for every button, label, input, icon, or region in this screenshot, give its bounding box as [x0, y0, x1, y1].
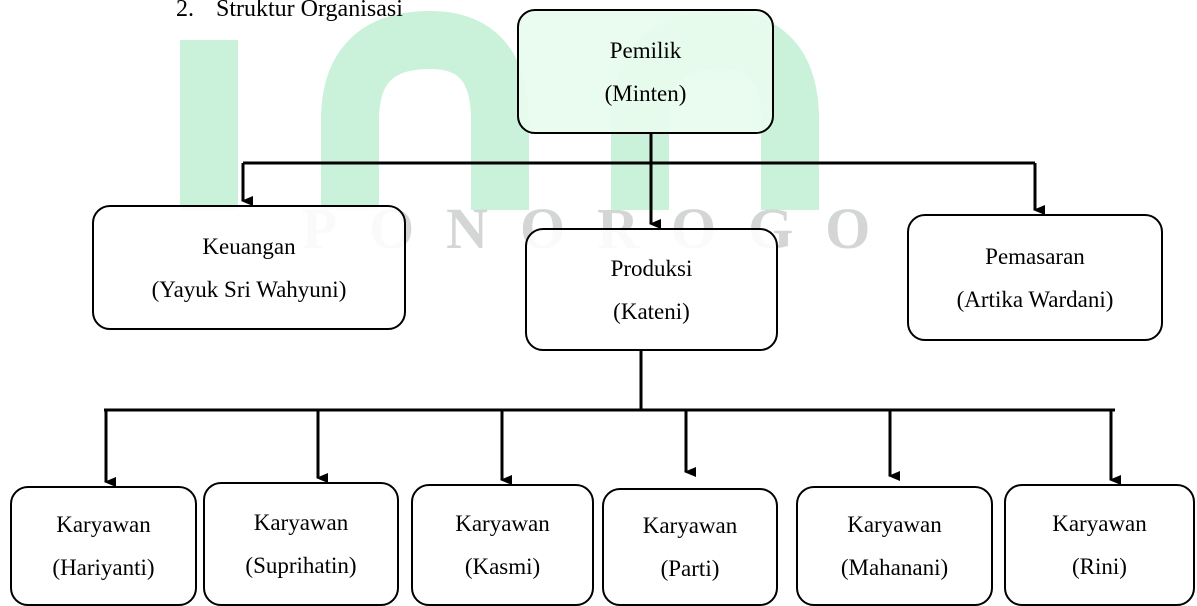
node-name: (Artika Wardani): [956, 286, 1114, 312]
node-produksi: Produksi (Kateni): [525, 228, 778, 351]
node-role: Pemasaran: [985, 243, 1085, 269]
node-name: (Kasmi): [464, 554, 541, 579]
node-employee-parti: Karyawan (Parti): [602, 488, 778, 606]
watermark-bar: [180, 40, 238, 210]
node-name: (Minten): [604, 80, 687, 106]
node-name: (Mahanani): [840, 555, 949, 580]
node-name: (Parti): [660, 556, 720, 581]
node-pemasaran: Pemasaran (Artika Wardani): [907, 214, 1163, 341]
node-role: Produksi: [610, 255, 693, 281]
section-title: Struktur Organisasi: [216, 0, 403, 22]
node-role: Keuangan: [202, 233, 296, 259]
node-name: (Suprihatin): [245, 553, 357, 578]
node-name: (Hariyanti): [52, 555, 155, 580]
node-employee-kasmi: Karyawan (Kasmi): [411, 484, 594, 606]
node-role: Karyawan: [642, 513, 738, 538]
section-heading: 2. Struktur Organisasi: [176, 0, 403, 24]
node-name: (Kateni): [613, 298, 690, 324]
watermark-arc-left: [321, 10, 529, 210]
node-employee-suprihatin: Karyawan (Suprihatin): [203, 482, 399, 606]
node-name: (Rini): [1072, 554, 1127, 579]
node-role: Karyawan: [253, 510, 349, 535]
node-employee-rini: Karyawan (Rini): [1004, 484, 1195, 606]
node-role: Pemilik: [609, 37, 682, 63]
section-number: 2.: [176, 0, 194, 22]
node-role: Karyawan: [455, 511, 550, 536]
node-role: Karyawan: [56, 512, 151, 537]
node-employee-hariyanti: Karyawan (Hariyanti): [10, 486, 197, 606]
node-role: Karyawan: [847, 512, 942, 537]
node-name: (Yayuk Sri Wahyuni): [151, 276, 347, 302]
node-owner: Pemilik (Minten): [517, 9, 774, 134]
node-employee-mahanani: Karyawan (Mahanani): [796, 486, 993, 606]
node-keuangan: Keuangan (Yayuk Sri Wahyuni): [92, 205, 406, 330]
node-role: Karyawan: [1052, 511, 1147, 536]
